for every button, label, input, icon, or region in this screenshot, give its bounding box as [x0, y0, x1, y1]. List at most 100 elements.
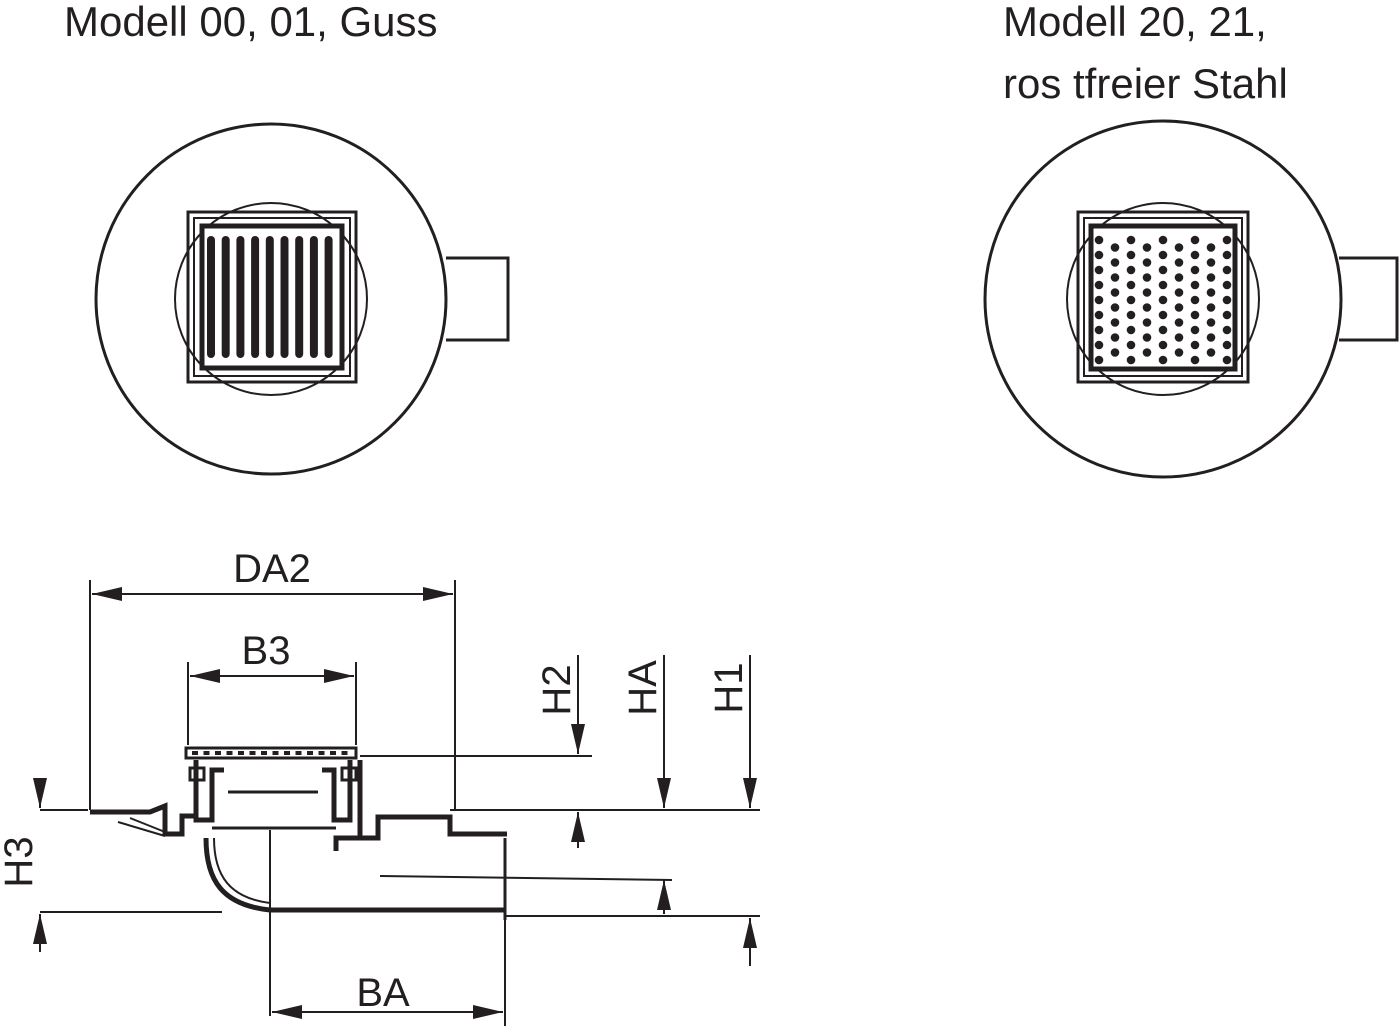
- inner-flange-circle: [1066, 202, 1260, 396]
- grate-hole: [1110, 258, 1120, 267]
- grate-hole: [1126, 310, 1136, 320]
- grate-hole: [1158, 355, 1168, 365]
- grate-hole: [1126, 355, 1136, 365]
- grate-frame-inner: [1083, 217, 1243, 377]
- grate-hole: [1126, 340, 1136, 350]
- grate-hole: [1190, 340, 1200, 350]
- grate-section-hole: [307, 751, 313, 755]
- grate-hole: [1142, 258, 1152, 267]
- grate-frame-left: [193, 760, 224, 823]
- grate-hole: [1126, 295, 1136, 305]
- grate-section-hole: [261, 751, 267, 755]
- grate-hole: [1110, 288, 1120, 297]
- grate-hole: [1126, 280, 1136, 290]
- grate-section: [184, 746, 358, 760]
- grate-section-hole: [238, 751, 244, 755]
- outlet-pipe-bend: [203, 837, 505, 913]
- grate-hole: [1174, 348, 1184, 357]
- grate-hole: [1110, 318, 1120, 327]
- grate-hole: [1206, 243, 1216, 252]
- seal-ring-left: [188, 766, 206, 782]
- grate-hole: [1126, 265, 1136, 275]
- grate-hole: [1222, 265, 1232, 275]
- grate-slot: [280, 236, 289, 358]
- outlet-stub: [1339, 256, 1399, 342]
- cast-model-top-view: [94, 122, 510, 476]
- grate-hole: [1142, 273, 1152, 282]
- section-view: DA2 B3 H2 HA H1 H3 BA: [0, 547, 760, 1026]
- grate-frame-inner: [193, 217, 351, 377]
- grate-hole: [1190, 325, 1200, 335]
- grate-section-hole: [284, 751, 290, 755]
- grate-section-hole: [330, 751, 336, 755]
- grate-hole: [1158, 295, 1168, 305]
- grate-hole: [1110, 273, 1120, 282]
- grate-hole: [1174, 243, 1184, 252]
- grate-hole: [1094, 250, 1104, 260]
- grate-hole: [1142, 303, 1152, 312]
- grate-hole: [1174, 288, 1184, 297]
- grate-hole: [1158, 265, 1168, 275]
- grate-hole: [1110, 243, 1120, 252]
- grate-hole: [1110, 303, 1120, 312]
- steel-model-top-view: [983, 119, 1399, 479]
- grate-hole: [1206, 333, 1216, 342]
- grate-hole: [1222, 235, 1232, 245]
- b3-label: B3: [242, 629, 291, 673]
- grate-hole: [1094, 340, 1104, 350]
- grate-section-hole: [215, 751, 221, 755]
- grate-section-hole: [249, 751, 256, 755]
- grate-hole: [1094, 310, 1104, 320]
- grate-hole: [1206, 288, 1216, 297]
- grate-slot: [236, 236, 245, 358]
- grate-hole: [1222, 340, 1232, 350]
- grate-hole: [1094, 265, 1104, 275]
- drain-body-circle: [983, 119, 1343, 479]
- steel-model-caption-line2: ros tfreier Stahl: [1003, 60, 1288, 107]
- grate-hole: [1094, 295, 1104, 305]
- drain-body-section-right: [333, 760, 507, 851]
- drain-body-circle: [94, 122, 448, 476]
- grate-hole: [1174, 318, 1184, 327]
- ba-label: BA: [356, 971, 410, 1015]
- grate-hole: [1190, 250, 1200, 260]
- grate-hole: [1094, 325, 1104, 335]
- h2-label: H2: [535, 664, 579, 715]
- da2-label: DA2: [233, 547, 311, 591]
- grate-hole: [1174, 303, 1184, 312]
- grate-hole: [1174, 258, 1184, 267]
- grate-hole: [1158, 340, 1168, 350]
- grate-hole: [1190, 280, 1200, 290]
- grate-slot: [324, 236, 333, 358]
- grate-hole: [1126, 235, 1136, 245]
- grate-section-hole: [318, 751, 325, 755]
- grate-hole: [1190, 310, 1200, 320]
- grate-section-hole: [192, 751, 198, 755]
- grate-hole: [1142, 288, 1152, 297]
- grate-hole: [1158, 280, 1168, 290]
- grate-hole: [1206, 303, 1216, 312]
- grate-slot: [265, 236, 274, 358]
- grate-hole: [1094, 280, 1104, 290]
- grate-section-hole: [341, 751, 348, 755]
- grate-slots: [207, 236, 333, 358]
- grate-hole: [1174, 333, 1184, 342]
- grate-hole: [1094, 235, 1104, 245]
- grate-hole: [1158, 310, 1168, 320]
- grate-hole: [1206, 318, 1216, 327]
- grate-slot: [251, 236, 260, 358]
- grate-slot: [207, 236, 215, 358]
- grate-frame-right: [322, 760, 353, 823]
- grate-hole: [1126, 250, 1136, 260]
- sealing-foil-wedge: [117, 817, 166, 837]
- grate-hole: [1142, 243, 1152, 252]
- grate-hole: [1094, 355, 1104, 365]
- grate-slot: [309, 236, 318, 358]
- grate-hole: [1158, 235, 1168, 245]
- grate-hole: [1206, 348, 1216, 357]
- grate-frame-outer: [1076, 210, 1250, 384]
- grate-hole: [1110, 348, 1120, 357]
- inner-flange-circle: [174, 202, 368, 396]
- grate-hole: [1174, 273, 1184, 282]
